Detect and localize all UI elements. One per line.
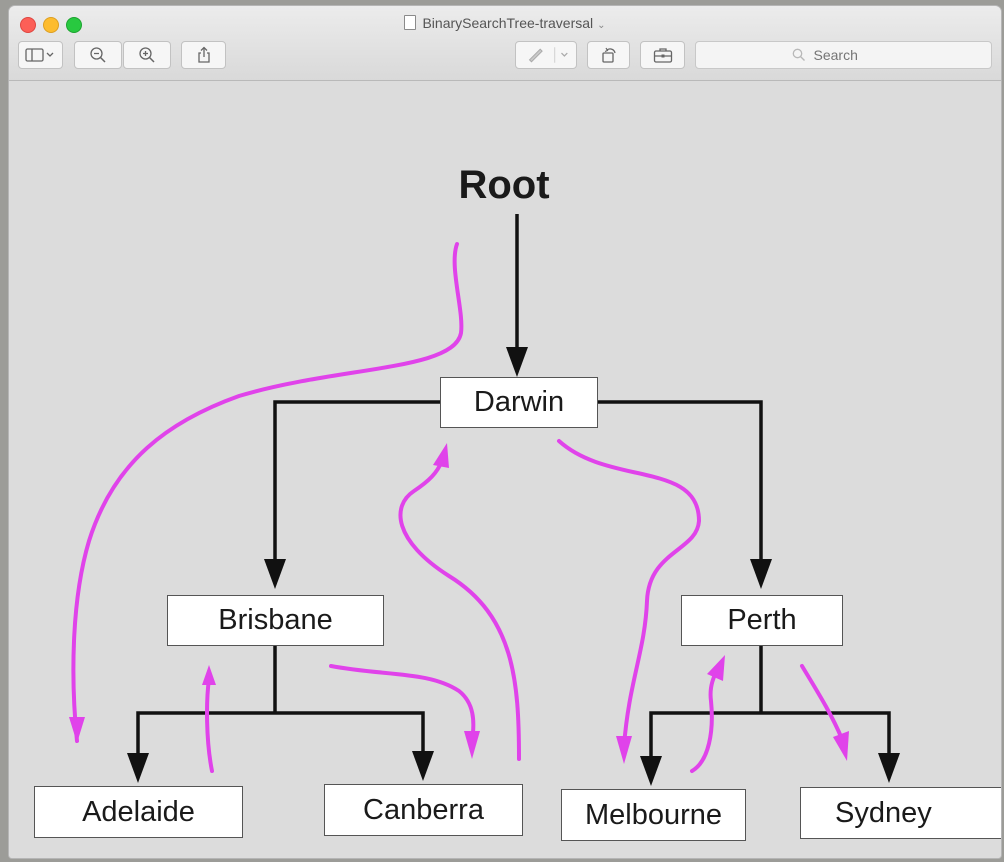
edge-root-darwin-head <box>506 347 528 377</box>
edge-perth-sydney <box>761 711 891 761</box>
traversal-adelaide-to-brisbane <box>205 677 214 773</box>
toolbox-icon <box>653 48 672 63</box>
zoom-out-icon <box>90 47 106 63</box>
traversal-adelaide-to-brisbane-head <box>202 665 216 685</box>
zoom-in-icon <box>139 47 155 63</box>
edge-brisbane-adelaide <box>136 711 275 761</box>
chevron-down-icon: ⌄ <box>597 20 606 31</box>
node-melbourne: Melbourne <box>561 789 746 841</box>
edge-brisbane-canberra <box>275 711 425 759</box>
share-icon <box>197 46 210 63</box>
search-icon <box>792 48 805 61</box>
window-title-area[interactable]: BinarySearchTree-traversal⌄ <box>9 15 1001 31</box>
node-sydney: Sydney <box>800 787 1001 839</box>
node-canberra: Canberra <box>324 784 523 836</box>
traversal-darwin-to-melbourne <box>557 439 702 748</box>
title-bar: BinarySearchTree-traversal⌄ <box>9 6 1001 81</box>
sidebar-toggle-button[interactable] <box>18 41 63 69</box>
sidebar-icon <box>24 48 53 62</box>
traversal-perth-to-sydney-head <box>833 731 849 761</box>
traversal-root-to-adelaide <box>71 242 464 743</box>
traversal-canberra-to-darwin-head <box>433 443 449 468</box>
edge-brisbane-adelaide-head <box>127 753 149 783</box>
edge-darwin-perth <box>597 400 763 566</box>
tree-edges <box>127 214 900 786</box>
rotate-button[interactable] <box>587 41 630 69</box>
traversal-brisbane-to-canberra <box>329 664 476 743</box>
document-canvas: Root Darwin Brisbane Perth Adelaide Canb… <box>9 81 1001 858</box>
markup-button[interactable] <box>515 41 577 69</box>
traversal-melbourne-to-perth <box>690 664 721 773</box>
search-field[interactable] <box>695 41 992 69</box>
edge-darwin-perth-head <box>750 559 772 589</box>
window-title: BinarySearchTree-traversal <box>422 15 594 31</box>
preview-window: BinarySearchTree-traversal⌄ <box>9 6 1001 858</box>
pencil-icon <box>528 47 568 63</box>
edge-perth-melbourne <box>649 711 761 764</box>
traversal-melbourne-to-perth-head <box>707 655 725 681</box>
edge-darwin-brisbane <box>273 400 441 566</box>
edge-perth-sydney-head <box>878 753 900 783</box>
root-label: Root <box>458 163 550 207</box>
toolbox-button[interactable] <box>640 41 685 69</box>
document-icon <box>404 15 417 30</box>
zoom-in-button[interactable] <box>123 41 171 69</box>
zoom-out-button[interactable] <box>74 41 122 69</box>
traversal-canberra-to-darwin <box>398 459 521 761</box>
minimize-button[interactable] <box>43 17 59 33</box>
traversal-perth-to-sydney <box>800 664 844 741</box>
close-button[interactable] <box>20 17 36 33</box>
search-input[interactable] <box>811 46 896 64</box>
traversal-brisbane-to-canberra-head <box>464 731 480 759</box>
edge-perth-melbourne-head <box>640 756 662 786</box>
share-button[interactable] <box>181 41 226 69</box>
traversal-root-to-adelaide-head <box>69 717 85 743</box>
node-perth: Perth <box>681 595 843 646</box>
zoom-button[interactable] <box>66 17 82 33</box>
rotate-icon <box>601 47 616 63</box>
node-brisbane: Brisbane <box>167 595 384 646</box>
traversal-path <box>69 242 849 773</box>
edge-brisbane-canberra-head <box>412 751 434 781</box>
node-darwin: Darwin <box>440 377 598 428</box>
tree-diagram <box>69 214 900 786</box>
traversal-darwin-to-melbourne-head <box>616 736 632 764</box>
node-adelaide: Adelaide <box>34 786 243 838</box>
edge-darwin-brisbane-head <box>264 559 286 589</box>
